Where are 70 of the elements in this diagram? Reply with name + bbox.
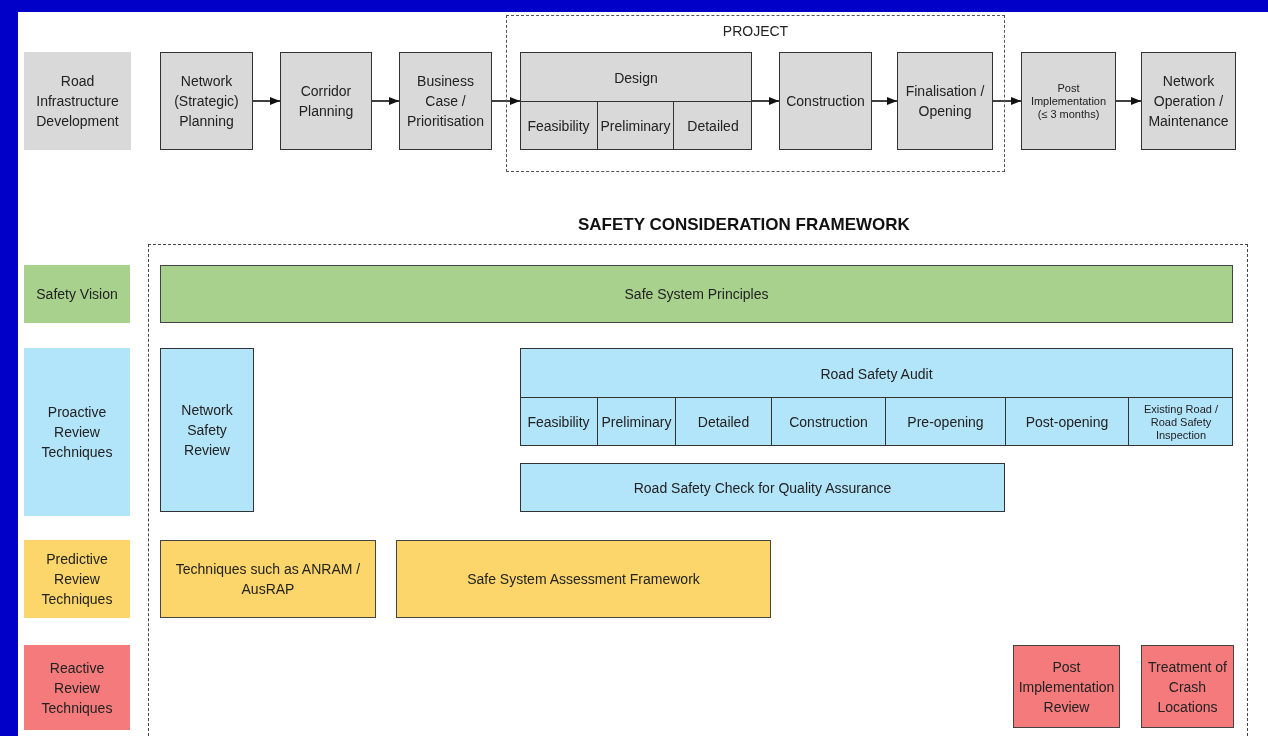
category-label — [24, 348, 130, 516]
stage-cell — [673, 101, 752, 150]
box-text: Safety Vision — [36, 285, 118, 304]
box-text: Network Operation / Maintenance — [1147, 72, 1230, 131]
box-heading: Road Safety Audit — [820, 364, 933, 384]
arrow — [751, 97, 780, 105]
technique-box — [520, 348, 1233, 446]
box-text: Feasibility — [527, 117, 590, 136]
process-box — [520, 52, 752, 150]
stage-cell — [885, 397, 1005, 446]
stage-cell — [597, 397, 675, 446]
arrow — [252, 97, 281, 105]
category-label — [24, 265, 130, 323]
arrow — [491, 97, 521, 105]
box-text: Network Safety Review — [180, 401, 234, 460]
box-text: Reactive Review Techniques — [40, 658, 114, 718]
stage-cell — [597, 101, 673, 150]
framework-heading: SAFETY CONSIDERATION FRAMEWORK — [578, 214, 910, 236]
box-text: Predictive Review Techniques — [40, 550, 114, 609]
box-text: Corridor Planning — [297, 82, 355, 121]
arrow — [1115, 97, 1142, 105]
process-box — [1021, 52, 1116, 150]
box-text: Road Safety Check for Quality Assurance — [633, 478, 892, 498]
technique-bar — [160, 265, 1233, 323]
box-text: Network (Strategic) Planning — [173, 72, 240, 131]
process-box — [779, 52, 872, 150]
stage-cell — [675, 397, 771, 446]
technique-box — [1141, 645, 1234, 728]
box-text: Existing Road / Road Safety Inspection — [1143, 402, 1219, 442]
box-text: Proactive Review Techniques — [40, 403, 114, 462]
arrow — [371, 97, 400, 105]
technique-box — [160, 348, 254, 512]
technique-box — [396, 540, 771, 618]
technique-box — [160, 540, 376, 618]
stage-label — [24, 52, 131, 150]
box-text: Safe System Assessment Framework — [467, 570, 700, 589]
technique-bar — [520, 463, 1005, 512]
process-box — [1141, 52, 1236, 150]
category-label — [24, 540, 130, 618]
group-heading: PROJECT — [722, 22, 789, 41]
box-text: Preliminary — [600, 117, 671, 136]
box-text: Treatment of Crash Locations — [1147, 657, 1228, 717]
process-box — [160, 52, 253, 150]
box-text: Feasibility — [527, 413, 590, 432]
stage-cell — [1128, 397, 1233, 446]
box-text: Business Case / Prioritisation — [406, 72, 485, 131]
process-box — [399, 52, 492, 150]
box-text: Detailed — [687, 117, 739, 136]
box-text: Pre-opening — [907, 413, 984, 432]
arrow — [871, 97, 898, 105]
category-label — [24, 645, 130, 730]
box-heading: Design — [614, 68, 658, 88]
box-text: Post Implementation Review — [1018, 657, 1115, 717]
box-text: Preliminary — [601, 413, 672, 432]
box-text: Finalisation / Opening — [904, 82, 986, 121]
box-text: Safe System Principles — [624, 285, 769, 304]
stage-cell — [771, 397, 885, 446]
process-box — [280, 52, 372, 150]
box-text: Construction — [786, 92, 865, 111]
project-group — [506, 15, 1005, 172]
box-text: Road Infrastructure Development — [35, 72, 120, 131]
box-text: Techniques such as ANRAM / AusRAP — [174, 560, 362, 599]
box-text: Detailed — [697, 413, 750, 432]
box-text: Post Implementation (≤ 3 months) — [1029, 81, 1108, 121]
technique-box — [1013, 645, 1120, 728]
arrow — [992, 97, 1022, 105]
box-text: Post-opening — [1025, 413, 1109, 432]
box-text: Construction — [789, 413, 868, 432]
process-box — [897, 52, 993, 150]
stage-cell — [1005, 397, 1128, 446]
